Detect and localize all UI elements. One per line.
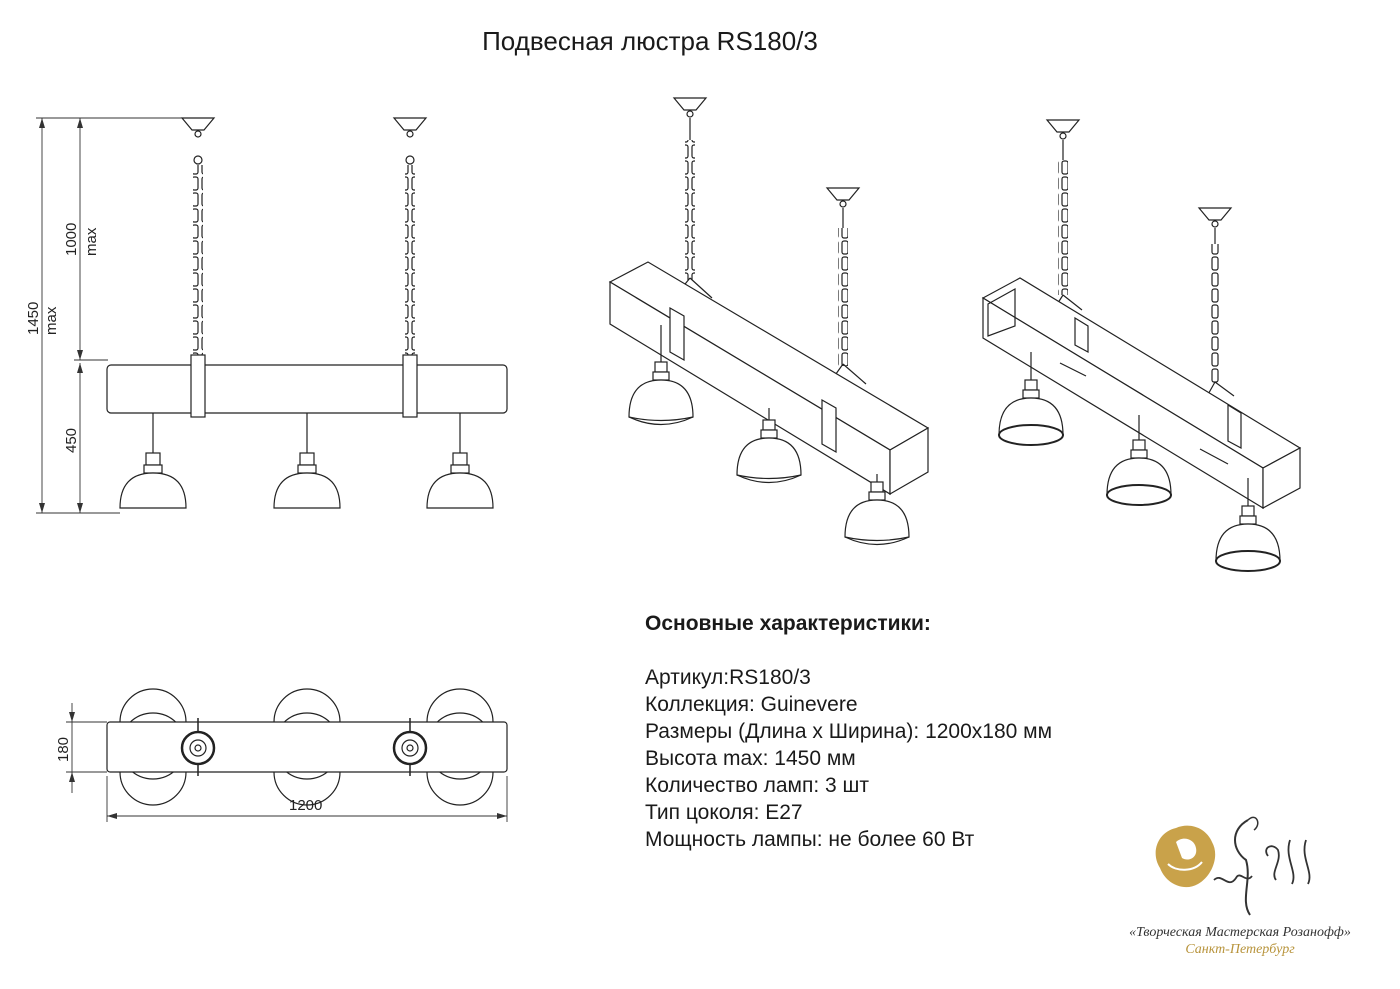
spec-line-collection: Коллекция: Guinevere [645,693,858,716]
front-view: 1450 max 1000 max 450 [25,117,508,514]
dim-chain-height-note: max [83,227,100,256]
dim-chain-height: 1000 [63,223,80,256]
spec-line-power: Мощность лампы: не более 60 Вт [645,828,975,851]
beam-front [106,364,508,414]
logo-city: Санкт-Петербург [1185,942,1295,957]
perspective-view-1 [608,97,930,546]
spec-line-article: Артикул:RS180/3 [645,666,811,689]
dim-total-height: 1450 [25,302,42,335]
perspective-view-2 [981,119,1302,572]
spec-line-lamp-count: Количество ламп: 3 шт [645,774,869,797]
spec-line-size: Размеры (Длина х Ширина): 1200х180 мм [645,720,1053,743]
dim-length: 1200 [289,797,322,814]
spec-line-socket: Тип цоколя: E27 [645,801,803,824]
specs-heading: Основные характеристики: [645,612,931,635]
dim-body-height: 450 [63,428,80,453]
logo-caption: «Творческая Мастерская Розанофф» [1129,925,1351,940]
dim-total-height-note: max [43,306,60,335]
rozanoff-logo [1155,816,1311,916]
specs-block: Основные характеристики: Артикул:RS180/3… [645,610,1052,853]
spec-line-height: Высота max: 1450 мм [645,747,856,770]
top-view: 180 1200 [55,688,508,822]
dim-width-depth: 180 [55,737,72,762]
page-title: Подвесная люстра RS180/3 [482,26,818,56]
